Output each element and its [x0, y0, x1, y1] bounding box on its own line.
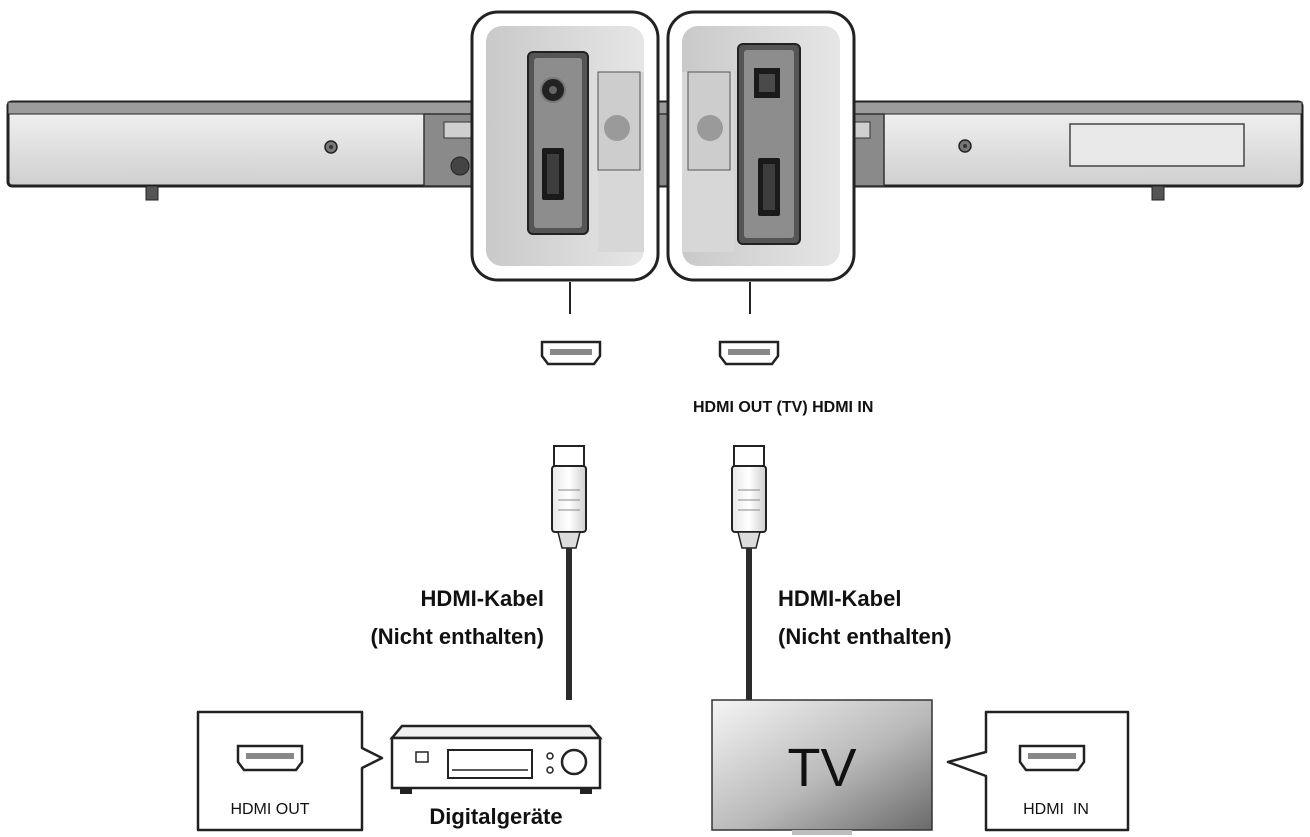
- display-window: [1069, 123, 1245, 167]
- device-label: Digitalgeräte: [429, 804, 562, 829]
- hdmi-cable-right: [731, 445, 767, 700]
- zoom-panel-right: [666, 10, 856, 282]
- cable-label-left-line1: HDMI-Kabel: [421, 586, 544, 611]
- hdmi-port-icon: [758, 158, 780, 216]
- callout-right-label: HDMI IN: [1023, 801, 1089, 818]
- cable-label-right-line2: (Nicht enthalten): [778, 624, 952, 649]
- hdmi-socket-icon: [540, 340, 602, 366]
- usb-port-icon: [754, 68, 780, 98]
- callout-left-label: HDMI OUT: [230, 801, 309, 818]
- hdmi-socket-icon: [718, 340, 780, 366]
- screw-icon: [958, 139, 972, 153]
- callout-right: HDMI IN: [946, 710, 1130, 832]
- hdmi-port-icon: [542, 148, 564, 200]
- cable-label-right-line1: HDMI-Kabel: [778, 586, 901, 611]
- tv-screen-text: TV: [787, 738, 856, 798]
- audio-jack-icon: [540, 77, 566, 103]
- port-label: HDMI OUT (TV) HDMI IN: [693, 399, 873, 416]
- hdmi-socket-icon: [236, 744, 304, 772]
- tv: TV: [711, 699, 933, 835]
- digital-device: [389, 724, 603, 794]
- zoom-panel-left: [470, 10, 660, 282]
- screw-icon: [324, 140, 338, 154]
- hdmi-cable-left: [551, 445, 587, 700]
- callout-left: HDMI OUT: [196, 710, 384, 832]
- cable-label-left-line2: (Nicht enthalten): [370, 624, 544, 649]
- hdmi-socket-icon: [1018, 744, 1086, 772]
